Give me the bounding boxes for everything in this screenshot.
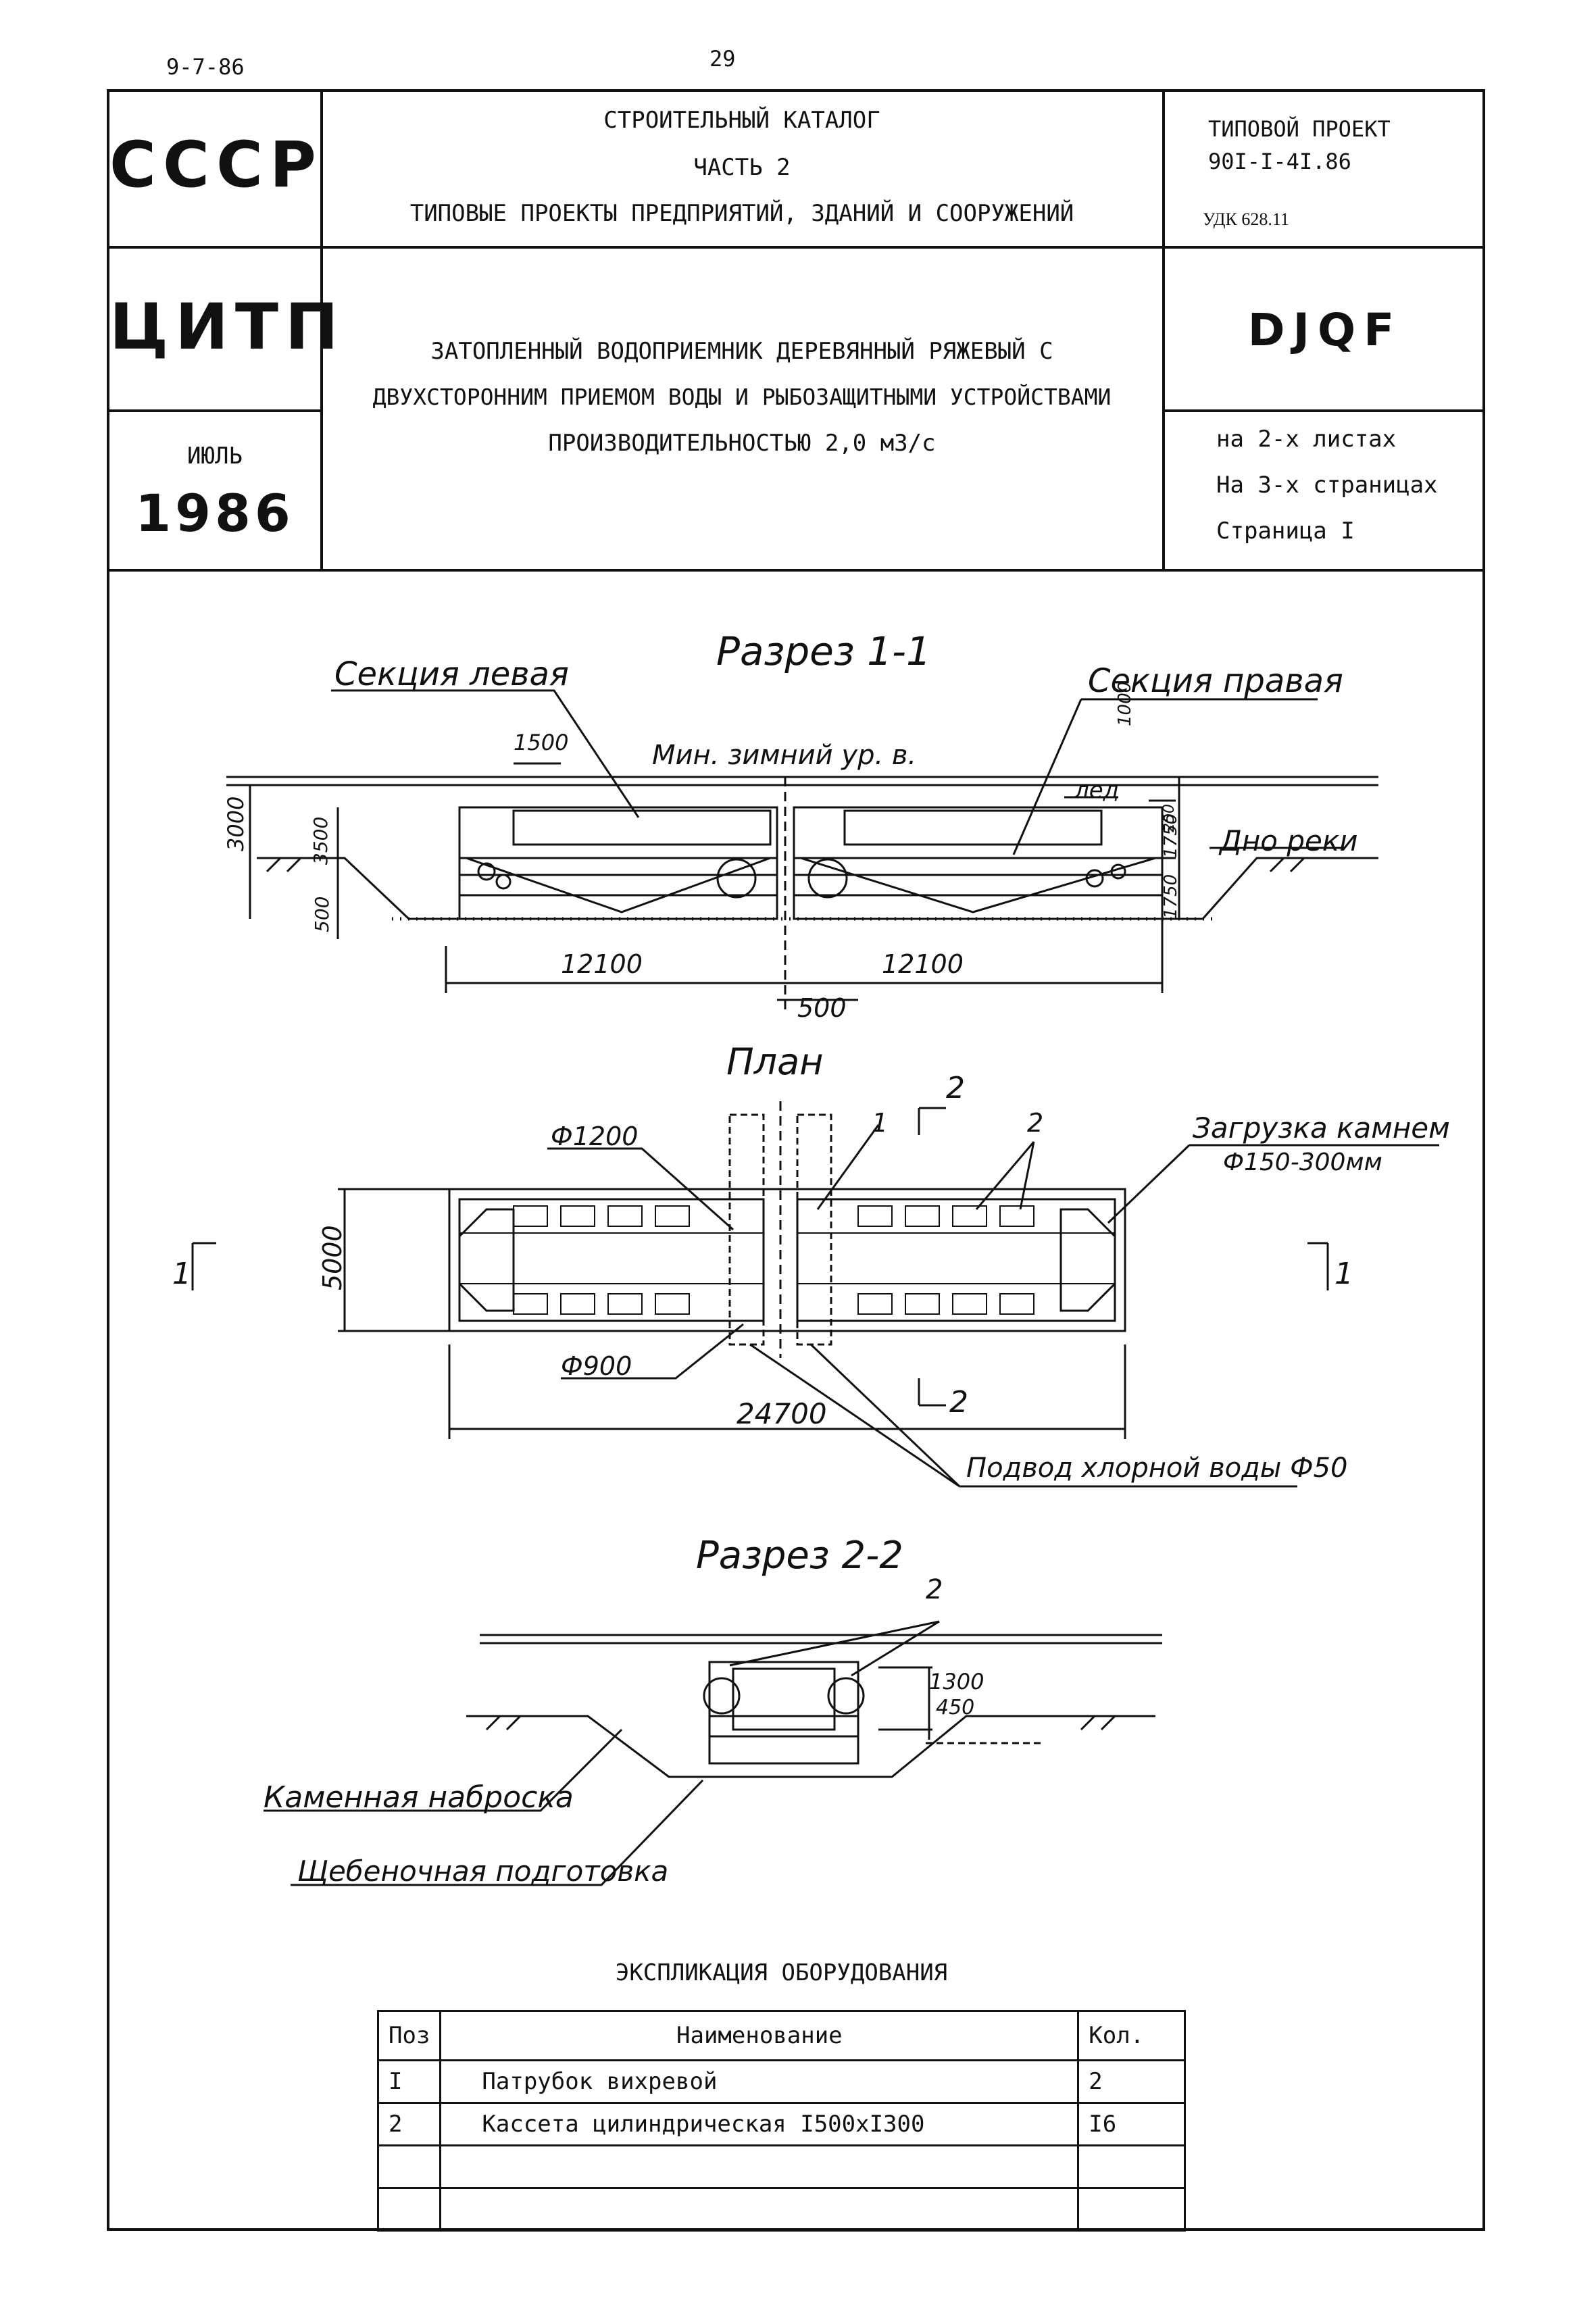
header-divider-right-row2 <box>1162 409 1485 412</box>
section2-title: Разрез 2-2 <box>696 1534 903 1578</box>
dim-1300: 1300 <box>929 1669 984 1694</box>
pipe-1200-label: Ф1200 <box>551 1122 639 1151</box>
cut-2-bottom: 2 <box>949 1385 968 1419</box>
dim-3500: 3500 <box>309 816 332 865</box>
row-qty: 2 <box>1077 2059 1186 2104</box>
catalog-subtitle: ТИПОВЫЕ ПРОЕКТЫ ПРЕДПРИЯТИЙ, ЗДАНИЙ И СО… <box>409 200 1074 227</box>
plan-width-dim: 5000 <box>318 1225 347 1290</box>
pipe-900-label: Ф900 <box>561 1351 632 1381</box>
ice-label: лед <box>1074 777 1120 804</box>
row-name <box>439 2144 1080 2189</box>
left-section-label: Секция левая <box>334 655 569 693</box>
header-bottom-line <box>107 569 1485 572</box>
country-stamp: СССР <box>109 128 323 202</box>
dim-450: 450 <box>936 1696 975 1719</box>
page-count: На 3-х страницах <box>1216 472 1438 499</box>
dim-1000: 1000 <box>1115 681 1135 726</box>
gravel-bed-label: Щебеночная подготовка <box>297 1855 669 1888</box>
document-code: 9-7-86 <box>166 54 245 80</box>
plan-length-dim: 24700 <box>737 1397 827 1430</box>
row-qty <box>1077 2187 1186 2232</box>
page-label: Страница I <box>1216 518 1355 545</box>
header-divider-row1 <box>107 246 1485 249</box>
right-section-label: Секция правая <box>1088 662 1343 700</box>
header-divider-left-row2 <box>107 409 320 412</box>
org-stamp: ЦИТП <box>109 291 345 364</box>
project-title-line3: ПРОИЗВОДИТЕЛЬНОСТЬЮ 2,0 м3/с <box>548 430 936 457</box>
dim-left-length: 12100 <box>561 949 643 979</box>
position-1-marker: 1 <box>872 1108 889 1138</box>
release-year: 1986 <box>135 483 295 543</box>
header-divider-left <box>320 89 323 570</box>
row-pos <box>376 2187 442 2232</box>
table-row <box>376 2144 1186 2189</box>
table-row: 2 Кассета цилиндрическая I500хI300 I6 <box>376 2102 1186 2146</box>
dim-1750-lower: 1750 <box>1161 874 1181 919</box>
row-qty: I6 <box>1077 2102 1186 2146</box>
column-header-qty: Кол. <box>1077 2010 1186 2061</box>
water-level-label: Мин. зимний ур. в. <box>652 740 917 771</box>
row-pos: I <box>376 2059 442 2104</box>
project-title-line1: ЗАТОПЛЕННЫЙ ВОДОПРИЕМНИК ДЕРЕВЯННЫЙ РЯЖЕ… <box>430 338 1053 365</box>
plan-title: План <box>726 1040 824 1083</box>
stone-fill-label: Каменная наброска <box>264 1780 574 1815</box>
row-pos: 2 <box>376 2102 442 2146</box>
dim-3000: 3000 <box>223 796 249 851</box>
section2-position-2: 2 <box>926 1574 943 1605</box>
project-title-line2: ДВУХСТОРОННИМ ПРИЕМОМ ВОДЫ И РЫБОЗАЩИТНЫ… <box>372 384 1112 410</box>
row-pos <box>376 2144 442 2189</box>
position-2-marker: 2 <box>1027 1108 1044 1138</box>
equipment-title: ЭКСПЛИКАЦИЯ ОБОРУДОВАНИЯ <box>615 1959 948 1986</box>
project-label: ТИПОВОЙ ПРОЕКТ <box>1208 116 1391 142</box>
stone-size-label: Ф150-300мм <box>1223 1149 1382 1176</box>
catalog-part: ЧАСТЬ 2 <box>693 154 791 181</box>
project-number: 90I-I-4I.86 <box>1208 149 1351 174</box>
column-header-name: Наименование <box>439 2010 1080 2061</box>
row-name <box>439 2187 1080 2232</box>
dim-right-length: 12100 <box>882 949 964 979</box>
cut-1-right: 1 <box>1335 1257 1353 1291</box>
cut-2-top: 2 <box>946 1071 965 1105</box>
release-month: ИЮЛЬ <box>187 443 243 470</box>
sheet-count: на 2-х листах <box>1216 426 1397 453</box>
udk-code: УДК 628.11 <box>1203 209 1289 229</box>
equipment-table: Поз Наименование Кол. I Патрубок вихрево… <box>376 2010 1186 2232</box>
table-row: I Патрубок вихревой 2 <box>376 2059 1186 2104</box>
table-row <box>376 2187 1186 2232</box>
row-qty <box>1077 2144 1186 2189</box>
row-name: Кассета цилиндрическая I500хI300 <box>439 2102 1080 2146</box>
section1-title: Разрез 1-1 <box>716 628 931 674</box>
dim-500-left: 500 <box>311 896 333 932</box>
catalog-code: DJQF <box>1247 304 1403 356</box>
dim-1500: 1500 <box>514 730 569 755</box>
column-header-pos: Поз <box>376 2010 442 2061</box>
chlorine-supply-label: Подвод хлорной воды Ф50 <box>966 1453 1348 1484</box>
river-bottom-label: Дно реки <box>1220 824 1358 857</box>
row-name: Патрубок вихревой <box>439 2059 1080 2104</box>
page-number: 29 <box>709 46 736 72</box>
table-header-row: Поз Наименование Кол. <box>376 2010 1186 2061</box>
dim-gap: 500 <box>797 993 847 1023</box>
header-divider-right <box>1162 89 1165 570</box>
dim-1750-upper: 1750 <box>1161 813 1181 858</box>
stone-load-label: Загрузка камнем <box>1193 1111 1450 1145</box>
cut-1-left: 1 <box>172 1257 191 1291</box>
catalog-title: СТРОИТЕЛЬНЫЙ КАТАЛОГ <box>603 107 880 134</box>
